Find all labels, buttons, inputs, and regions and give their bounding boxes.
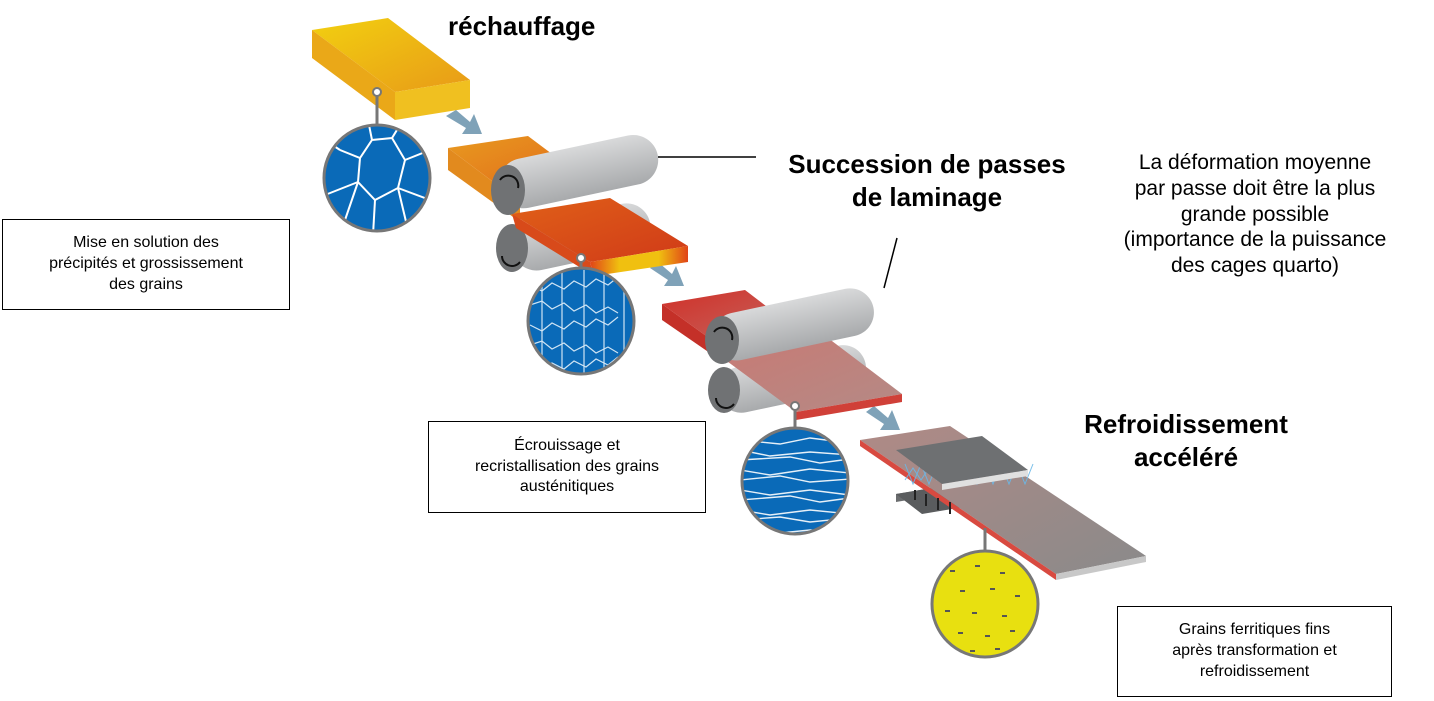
microstructure-coarse-grains — [322, 87, 432, 233]
note-line: grande possible — [1180, 202, 1330, 226]
title-reheating: réchauffage — [448, 11, 596, 41]
caption-line: austénitiques — [519, 478, 615, 496]
note-line: par passe doit être la plus — [1134, 176, 1376, 200]
title-cooling: Refroidissement accéléré — [1066, 408, 1306, 473]
note-line: (importance de la puissance — [1123, 228, 1387, 252]
caption-line: Grains ferritiques fins — [1178, 621, 1331, 639]
caption-box-work-hardening: Écrouissage et recristallisation des gra… — [428, 421, 706, 513]
accelerated-cooling-unit — [860, 426, 1146, 580]
title-rolling: Succession de passes de laminage — [770, 148, 1084, 213]
caption-line: recristallisation des grains — [474, 457, 660, 475]
caption-box-ferrite: Grains ferritiques fins après transforma… — [1117, 606, 1392, 697]
microstructure-elongated-grains — [740, 401, 850, 536]
caption-line: après transformation et — [1172, 642, 1337, 660]
caption-line: précipités et grossissement — [49, 255, 243, 273]
caption-box-solution: Mise en solution des précipités et gross… — [2, 219, 290, 310]
caption-line: Mise en solution des — [73, 234, 219, 252]
note-line: des cages quarto) — [1170, 254, 1340, 278]
caption-line: Écrouissage et — [514, 436, 620, 454]
leader-line — [883, 237, 898, 289]
title-rolling-line-1: Succession de passes — [788, 149, 1066, 179]
deformation-note: La déformation moyenne par passe doit êt… — [1092, 150, 1418, 279]
flow-arrow — [446, 110, 900, 430]
reheated-slab — [312, 18, 470, 120]
title-cooling-line-1: Refroidissement — [1084, 409, 1288, 439]
caption-line: des grains — [109, 275, 183, 293]
caption-line: refroidissement — [1199, 662, 1310, 680]
note-line: La déformation moyenne — [1138, 151, 1372, 174]
title-rolling-line-2: de laminage — [851, 181, 1003, 212]
first-rolling-stand — [448, 134, 688, 276]
microstructure-recrystallized-grains — [526, 253, 636, 376]
second-rolling-stand — [662, 288, 902, 420]
microstructure-fine-ferrite — [930, 528, 1040, 659]
title-cooling-line-2: accéléré — [1133, 441, 1239, 472]
